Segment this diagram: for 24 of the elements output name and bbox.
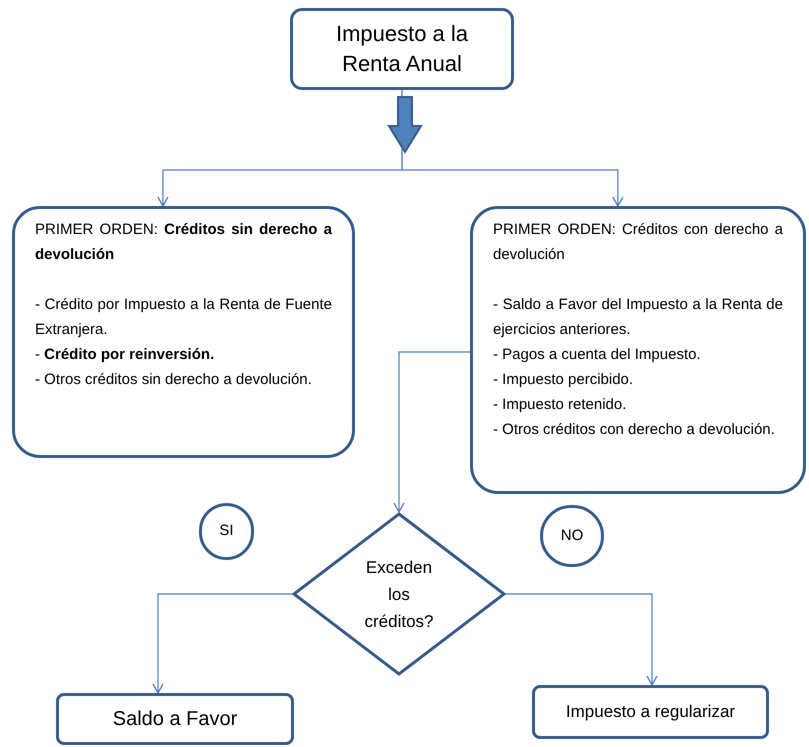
list-item: - Crédito por Impuesto a la Renta de Fuente Extranjera.: [35, 295, 332, 340]
result-box: [532, 685, 769, 739]
list-item: - Otros créditos con derecho a devolución.: [493, 420, 776, 440]
process-box: [470, 206, 806, 494]
arrow: [393, 351, 470, 513]
list-item: - Otros créditos sin derecho a devolución.: [35, 370, 313, 390]
process-box: [12, 206, 355, 458]
list-item: - Crédito por reinversión.: [35, 345, 216, 365]
decision-text: Exceden los créditos?: [364, 556, 434, 632]
circle-label: NO: [560, 526, 584, 546]
arrow: [506, 593, 658, 686]
box-text: Impuesto a regularizar: [566, 701, 736, 724]
box-heading: PRIMER ORDEN: Créditos sin derecho a devolución: [35, 220, 332, 265]
box-heading: PRIMER ORDEN: Créditos con derecho a devolución: [493, 220, 783, 265]
list-item: - Saldo a Favor del Impuesto a la Renta de ejercicios anteriores.: [493, 295, 783, 340]
box-text: Impuesto a la Renta Anual: [334, 20, 470, 78]
arrow: [152, 593, 292, 694]
list-item: - Pagos a cuenta del Impuesto.: [493, 345, 702, 365]
list-item: - Impuesto retenido.: [493, 395, 628, 415]
box-text: Saldo a Favor: [112, 707, 238, 732]
title-box: [290, 8, 514, 90]
circle-label: SI: [219, 521, 234, 542]
list-item: - Impuesto percibido.: [493, 370, 634, 390]
result-box: [56, 693, 294, 745]
